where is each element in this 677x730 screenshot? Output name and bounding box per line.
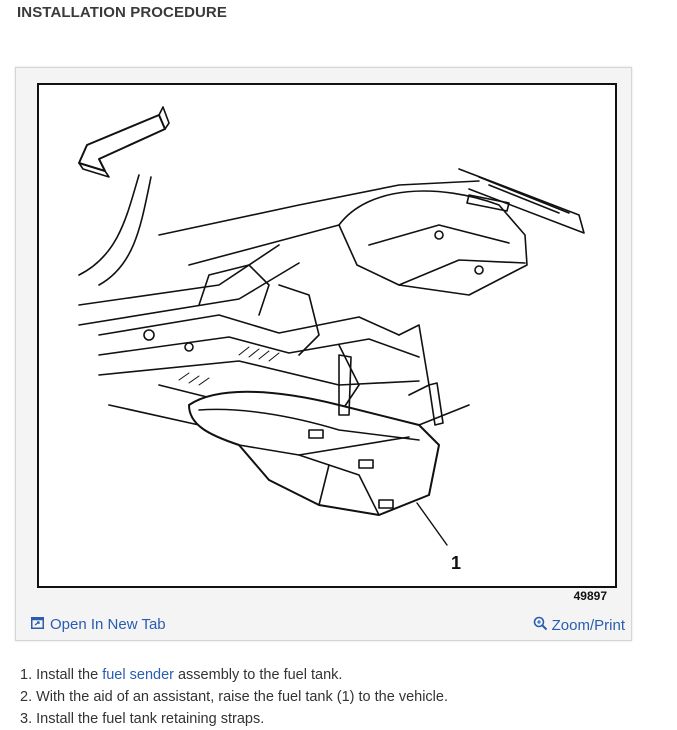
open-tab-label: Open In New Tab — [50, 616, 166, 633]
section-heading: INSTALLATION PROCEDURE — [17, 4, 227, 21]
figure-id: 49897 — [573, 589, 607, 603]
figure-footer: Open In New Tab Zoom/Print — [16, 608, 631, 640]
step-item: 1. Install the fuel sender assembly to t… — [20, 667, 343, 683]
open-tab-icon — [31, 616, 44, 633]
zoom-magnifier-icon — [533, 616, 548, 635]
diagram-drawing — [78, 106, 585, 546]
step-item: 3. Install the fuel tank retaining strap… — [20, 711, 265, 727]
fuel-tank-diagram[interactable]: 1 — [37, 83, 617, 588]
step-item: 2. With the aid of an assistant, raise t… — [20, 689, 448, 705]
fuel-sender-link[interactable]: fuel sender — [102, 667, 174, 683]
zoom-print-label: Zoom/Print — [551, 617, 625, 634]
open-in-new-tab-link[interactable]: Open In New Tab — [31, 616, 166, 633]
zoom-print-link[interactable]: Zoom/Print — [533, 616, 625, 635]
figure-card: 1 49897 Open In New Tab Zoom/Print — [15, 67, 632, 641]
procedure-steps: 1. Install the fuel sender assembly to t… — [20, 664, 448, 730]
callout-number: 1 — [451, 553, 462, 573]
